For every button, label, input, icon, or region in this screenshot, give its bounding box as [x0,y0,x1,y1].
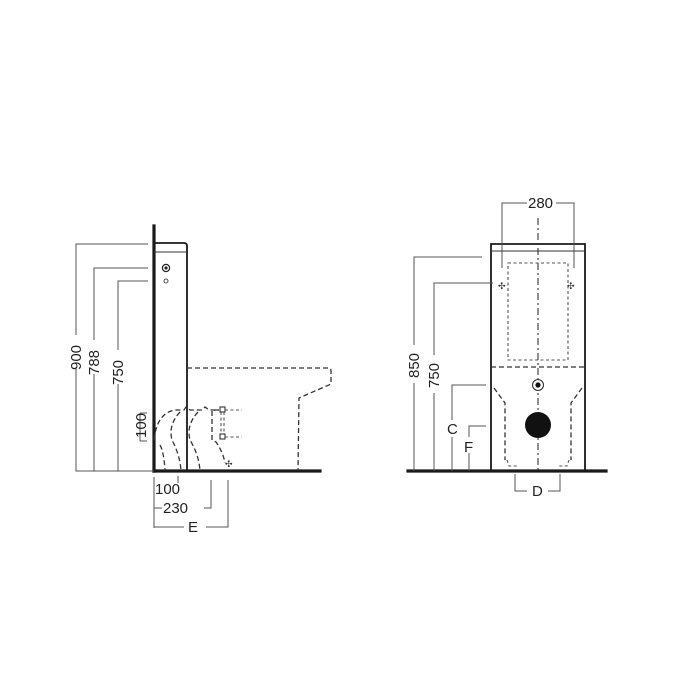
trap-curve-2 [170,411,182,472]
dim-100-label: 100 [155,481,180,498]
side-view: ✣ 900 788 750 100 100 230 E [66,224,332,536]
fixing-cross-right-icon: ✣ [567,281,575,291]
waste-outlet-icon [525,412,551,438]
dim-750-front-label: 750 [426,363,443,388]
dim-750-line [117,280,148,471]
dim-e-label: E [188,519,198,536]
dim-d-label: D [532,483,543,500]
trap-curve-4 [211,409,226,464]
dim-c-label: C [447,421,458,438]
cistern-outline [154,242,188,471]
fixing-cross-left-icon: ✣ [498,281,506,291]
water-inlet-icon [531,378,545,392]
outlet-ring-bottom [219,433,226,440]
outlet-ring-top [219,406,226,413]
front-view: ✣ ✣ 280 850 750 C F D [404,195,608,500]
dim-900-label: 900 [68,345,85,370]
trap-curve-3 [188,411,201,472]
dim-788-label: 788 [86,350,103,375]
dim-280-label: 280 [528,195,553,212]
flush-button-icon [161,263,171,273]
dim-850-label: 850 [406,353,423,378]
fixing-point-icon [163,278,169,284]
trap-top [153,406,219,441]
dim-f-label: F [464,439,473,456]
bowl-outline [187,367,332,472]
dim-750-label: 750 [110,360,127,385]
outlet-height-label: 100 [133,413,150,438]
dim-788-line [93,267,148,471]
trap-curve-1 [159,444,166,472]
dim-230-label: 230 [163,500,188,517]
fixing-cross-icon: ✣ [225,459,233,469]
